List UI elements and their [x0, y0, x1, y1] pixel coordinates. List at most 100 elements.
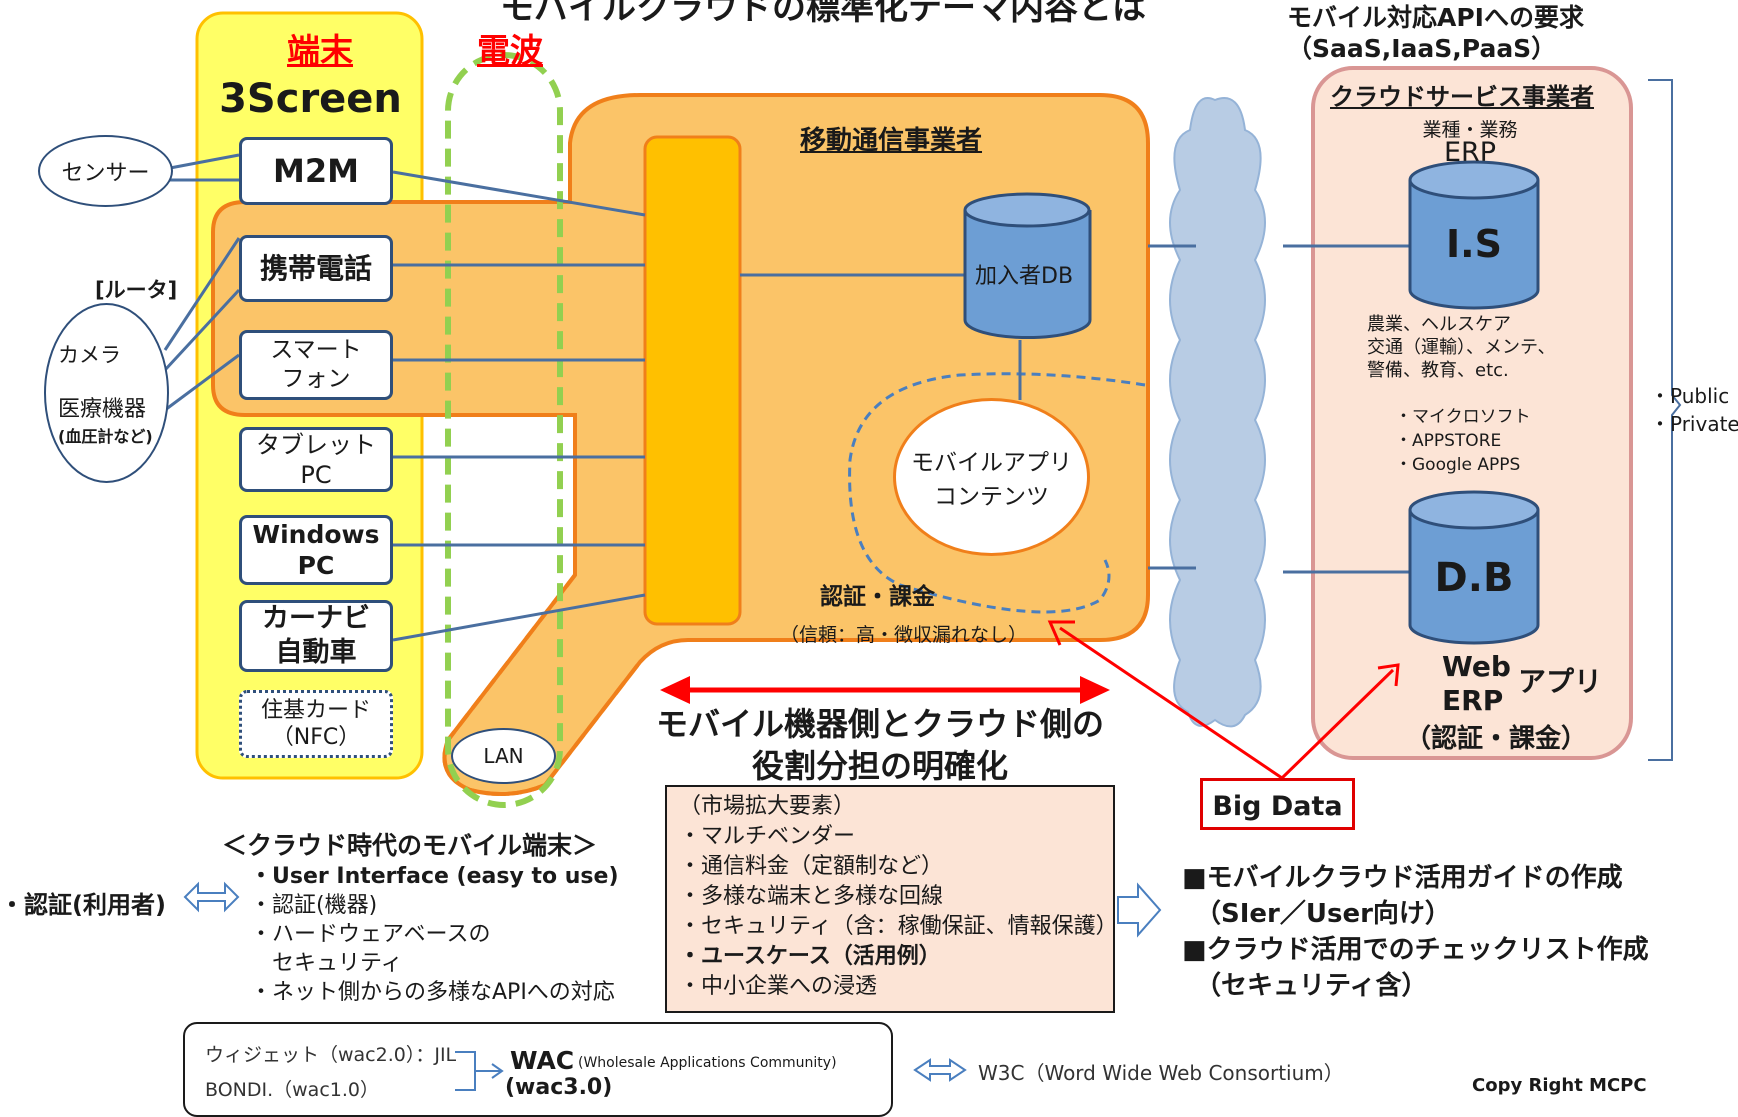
mobile-app-ellipse: モバイルアプリ コンテンツ [893, 398, 1090, 556]
role-double-arrow [660, 676, 1110, 704]
terminal-item-4: セキュリティ [250, 951, 403, 976]
lan-ellipse: LAN [451, 728, 556, 784]
role-line-1: モバイル機器側とクラウド側の [655, 705, 1104, 743]
industry-field-1: 農業、ヘルスケア [1367, 314, 1511, 335]
terminal-label: 端末 [287, 31, 353, 70]
app-label-2: コンテンツ [934, 484, 1049, 510]
market-item-2: ・マルチベンダー [679, 824, 856, 849]
erp2-label: ERP [1442, 684, 1504, 717]
sensor-ellipse: センサー [38, 135, 173, 207]
db-label: D.B [1434, 555, 1514, 601]
terminal-item-1: ・User Interface (easy to use) [250, 864, 619, 889]
wac-name: WAC [510, 1046, 575, 1075]
cloud-provider-panel [1311, 66, 1633, 760]
terminal-item-3: ・ハードウェアベースの [250, 922, 491, 947]
tablet-label: タブレットPC [256, 430, 376, 489]
subscriber-db-cylinder [963, 192, 1092, 340]
guide-2-sub: （セキュリティ含） [1182, 971, 1428, 1001]
carnavi-device: カーナビ 自動車 [239, 600, 393, 672]
camera-label: カメラ [58, 343, 121, 367]
guide-1: ■モバイルクラウド活用ガイドの作成 [1182, 863, 1623, 893]
is-db-label: I.S [1446, 222, 1502, 266]
auth-zone [848, 372, 1146, 614]
db-cylinder [1408, 490, 1540, 645]
medical-label-1: 医療機器 [58, 397, 147, 422]
w3c-label: W3C（Word Wide Web Consortium） [978, 1061, 1344, 1085]
app-label-1: モバイルアプリ [911, 450, 1072, 476]
industry-label: 業種・業務 [1422, 119, 1518, 141]
deployment-bracket [1648, 79, 1682, 761]
market-item-6: ・ユースケース（活用例） [679, 944, 941, 969]
erp-label: ERP [1443, 137, 1497, 168]
market-item-4: ・多様な端末と多様な回線 [679, 884, 944, 909]
card-label-1: 住基カード [260, 697, 371, 723]
app-label: アプリ [1518, 665, 1603, 698]
user-auth-label: ・認証(利用者) [0, 891, 166, 919]
industry-field-3: 警備、教育、etc. [1367, 360, 1509, 381]
vendor-list: ・マイクロソフト ・APPSTORE ・Google APPS [1395, 405, 1531, 477]
router-label: [ルータ] [95, 278, 178, 302]
terminal-item-2: ・認証(機器) [250, 893, 378, 918]
market-item-5: ・セキュリティ（含：稼働保証、情報保護） [679, 914, 1118, 939]
market-item-7: ・中小企業への浸透 [679, 974, 878, 999]
windows-label-1: Windows [252, 519, 380, 549]
guide-2: ■クラウド活用でのチェックリスト作成 [1182, 935, 1649, 965]
market-factors-box: （市場拡大要素） ・マルチベンダー ・通信料金（定額制など） ・多様な端末と多様… [665, 785, 1118, 1013]
mobile-phone-label: 携帯電話 [259, 252, 372, 285]
is-db-cylinder [1408, 160, 1540, 310]
radio-wave-capsule [445, 52, 563, 808]
deployment-list: ・Public ・Private [1650, 382, 1738, 438]
lan-label: LAN [483, 744, 524, 768]
wac-left-1: ウィジェット（wac2.0）：JIL [205, 1044, 457, 1066]
mobile-terminal-title: ＜クラウド時代のモバイル端末＞ [222, 831, 598, 860]
industry-fields: 農業、ヘルスケア 交通（運輸）、メンテ、 警備、教育、etc. [1367, 313, 1555, 382]
card-label-2: （NFC） [271, 725, 361, 750]
radio-label: 電波 [477, 31, 543, 70]
api-demand-label: モバイル対応APIへの要求 （SaaS,IaaS,PaaS） [1287, 2, 1584, 64]
medical-label-2: (血圧計など) [58, 427, 153, 446]
page-title: モバイルクラウドの標準化テーマ内容とは [500, 0, 1146, 28]
wac-left-2: BONDI.（wac1.0） [205, 1079, 379, 1101]
sensor-label: センサー [61, 161, 150, 186]
mobile-terminal-list: ・User Interface (easy to use) ・認証(機器) ・ハ… [250, 862, 619, 1007]
carnavi-label-2: 自動車 [275, 637, 357, 668]
big-data-label: Big Data [1212, 791, 1343, 822]
smartphone-label-2: フォン [281, 366, 351, 392]
vendor-2: ・APPSTORE [1395, 431, 1502, 451]
tablet-device: タブレットPC [239, 427, 393, 492]
carnavi-label-1: カーナビ [262, 603, 370, 635]
big-data-box: Big Data [1200, 778, 1355, 830]
wac-bracket [455, 1051, 504, 1091]
mobile-phone-device: 携帯電話 [239, 235, 393, 302]
windows-pc-device: Windows PC [239, 515, 393, 585]
market-item-3: ・通信料金（定額制など） [679, 854, 944, 879]
vendor-1: ・マイクロソフト [1395, 407, 1531, 427]
api-demand-line1: モバイル対応APIへの要求 [1287, 3, 1584, 32]
carrier-trust-label: （信頼：高・徴収漏れなし） [780, 624, 1028, 646]
smartphone-device: スマート フォン [239, 330, 393, 400]
camera-medical-ellipse: カメラ 医療機器 (血圧計など) [44, 303, 169, 483]
guides-list: ■モバイルクラウド活用ガイドの作成 （SIer／User向け） ■クラウド活用で… [1182, 860, 1649, 1004]
api-demand-line2: （SaaS,IaaS,PaaS） [1287, 34, 1557, 63]
role-text: モバイル機器側とクラウド側の 役割分担の明確化 [640, 703, 1120, 787]
wac-full: (Wholesale Applications Community) [578, 1055, 837, 1071]
cloud-auth-label: （認証・課金） [1405, 724, 1588, 754]
m2m-label: M2M [273, 152, 359, 190]
device-connectors [163, 153, 1410, 642]
deployment-public: ・Public [1650, 384, 1730, 408]
wac-version: (wac3.0) [505, 1075, 613, 1100]
industry-field-2: 交通（運輸）、メンテ、 [1367, 337, 1556, 358]
cloud-shape [1169, 97, 1266, 728]
terminal-item-5: ・ネット側からの多様なAPIへの対応 [250, 980, 615, 1005]
windows-label-2: PC [297, 551, 335, 580]
gateway-bar [643, 135, 742, 626]
copyright-label: Copy Right MCPC [1472, 1075, 1647, 1096]
nfc-card-device: 住基カード （NFC） [239, 690, 393, 758]
role-line-2: 役割分担の明確化 [751, 747, 1008, 785]
three-screen-label: 3Screen [219, 76, 402, 122]
m2m-device: M2M [239, 137, 393, 205]
carrier-auth-label: 認証・課金 [820, 584, 935, 610]
deployment-private: ・Private [1650, 412, 1738, 436]
carrier-title: 移動通信事業者 [800, 126, 983, 156]
subscriber-db-label: 加入者DB [975, 264, 1074, 289]
